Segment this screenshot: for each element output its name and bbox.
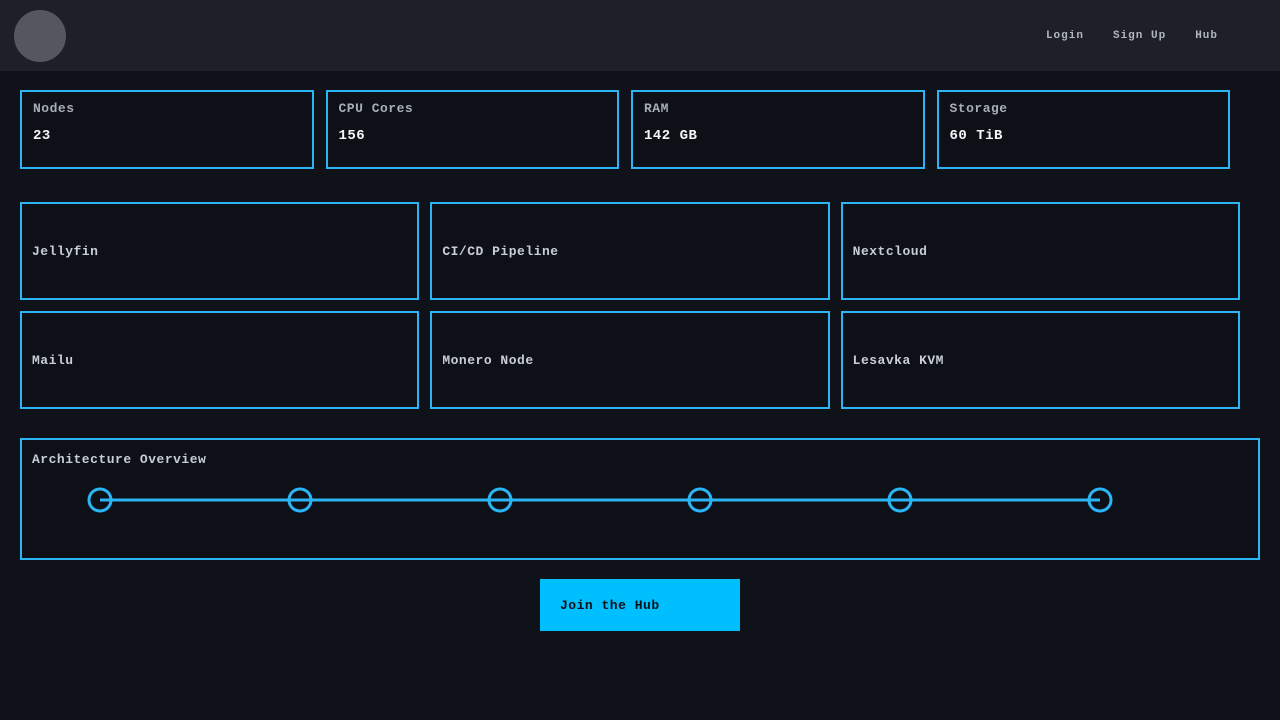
service-title: Monero Node: [442, 352, 534, 368]
service-card-lesavka-kvm[interactable]: Lesavka KVM: [840, 311, 1240, 409]
nav-link-login[interactable]: Login: [1045, 29, 1084, 42]
architecture-node: [887, 487, 913, 513]
nav-link-signup[interactable]: Sign Up: [1112, 29, 1167, 42]
stat-card-ram: RAM 142 GB: [631, 90, 925, 169]
stat-value: 156: [338, 128, 366, 144]
stat-label: Nodes: [33, 101, 75, 116]
service-title: Jellyfin: [32, 243, 99, 259]
stat-value: 60 TiB: [949, 128, 1003, 144]
stat-value: 23: [33, 128, 51, 144]
stat-card-cpu-cores: CPU Cores 156: [325, 90, 619, 169]
stat-value: 142 GB: [644, 128, 698, 144]
architecture-diagram: [87, 487, 1113, 513]
architecture-node: [287, 487, 313, 513]
services-grid: Jellyfin CI/CD Pipeline Nextcloud Mailu …: [20, 202, 1240, 409]
architecture-node: [687, 487, 713, 513]
service-card-nextcloud[interactable]: Nextcloud: [840, 202, 1240, 300]
service-card-jellyfin[interactable]: Jellyfin: [20, 202, 420, 300]
stat-card-storage: Storage 60 TiB: [936, 90, 1230, 169]
architecture-node: [1087, 487, 1113, 513]
service-title: Nextcloud: [852, 243, 928, 259]
stats-row: Nodes 23 CPU Cores 156 RAM 142 GB Storag…: [20, 90, 1230, 169]
service-title: Mailu: [32, 352, 74, 368]
logo-avatar[interactable]: [14, 9, 66, 62]
architecture-panel: Architecture Overview: [20, 438, 1260, 560]
stat-label: Storage: [949, 101, 1008, 116]
service-title: CI/CD Pipeline: [442, 243, 559, 259]
service-card-mailu[interactable]: Mailu: [20, 311, 420, 409]
nav-link-hub[interactable]: Hub: [1195, 29, 1218, 42]
join-hub-button[interactable]: Join the Hub: [540, 579, 740, 631]
service-title: Lesavka KVM: [852, 352, 944, 368]
cta-container: Join the Hub: [0, 579, 1280, 631]
architecture-title: Architecture Overview: [32, 452, 207, 467]
service-card-cicd-pipeline[interactable]: CI/CD Pipeline: [430, 202, 830, 300]
service-card-monero-node[interactable]: Monero Node: [430, 311, 830, 409]
stat-card-nodes: Nodes 23: [20, 90, 314, 169]
nav-links: Login Sign Up Hub: [1046, 30, 1218, 42]
stat-label: CPU Cores: [338, 101, 414, 116]
architecture-node: [87, 487, 113, 513]
navbar: Login Sign Up Hub: [0, 0, 1280, 71]
stat-label: RAM: [644, 101, 669, 116]
architecture-node: [487, 487, 513, 513]
